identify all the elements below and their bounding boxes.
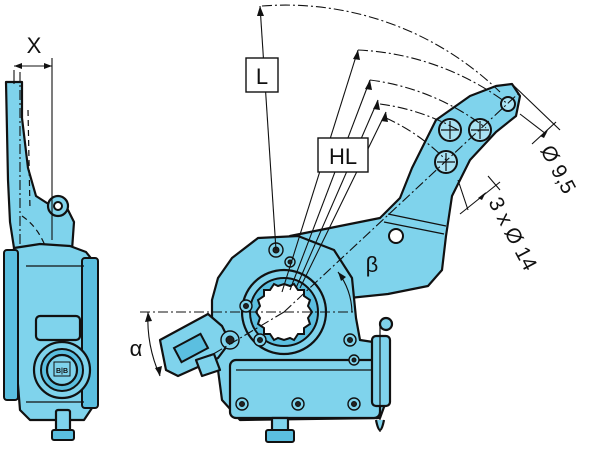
housing-bolts [235, 242, 361, 411]
front-view [140, 4, 561, 443]
beta-label: β [366, 252, 379, 277]
x-dimension-label: X [27, 33, 42, 58]
length-label: L [256, 64, 268, 89]
small-hole-label: Ø 9,5 [536, 142, 580, 198]
alpha-label: α [130, 336, 143, 361]
large-hole-label: 3 x Ø 14 [484, 194, 542, 275]
side-view: B|B X [3, 33, 99, 441]
emblem-text: B|B [56, 368, 68, 375]
hole-length-label: HL [329, 144, 357, 169]
